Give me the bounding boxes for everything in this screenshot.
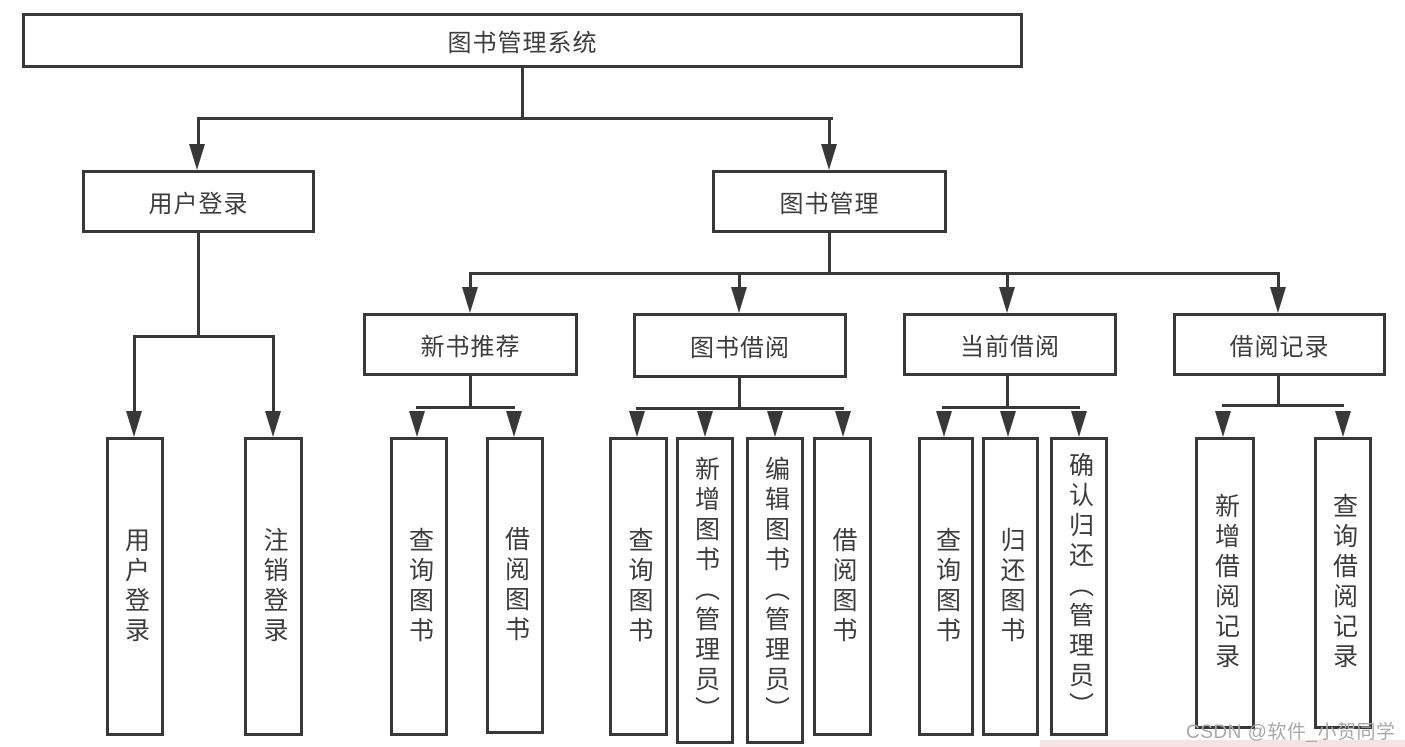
- leaf-query-book-1: 查询图书: [390, 437, 448, 736]
- connector-line: [828, 233, 831, 274]
- arrowhead-down-icon: [126, 411, 142, 437]
- leaf-query-book-1-label: 查询图书: [405, 526, 434, 647]
- connector-line: [521, 68, 524, 117]
- leaf-query-book-3-label: 查询图书: [932, 526, 961, 647]
- arrowhead-down-icon: [265, 411, 281, 437]
- connector-line: [133, 335, 275, 338]
- arrowhead-down-icon: [409, 411, 425, 437]
- node-current-borrow: 当前借阅: [903, 313, 1117, 376]
- arrowhead-down-icon: [731, 287, 747, 313]
- node-book-borrow: 图书借阅: [633, 313, 847, 378]
- arrowhead-down-icon: [1335, 411, 1351, 437]
- node-borrow-record-label: 借阅记录: [1229, 334, 1330, 361]
- connector-line: [197, 117, 200, 148]
- leaf-query-book-2-label: 查询图书: [625, 526, 653, 647]
- arrowhead-down-icon: [506, 411, 522, 437]
- arrowhead-down-icon: [462, 287, 478, 313]
- leaf-add-book-admin: 新增图书（管理员）: [676, 437, 734, 744]
- connector-line: [942, 406, 1080, 409]
- leaf-query-borrow-record: 查询借阅记录: [1314, 437, 1372, 729]
- connector-line: [133, 335, 136, 415]
- arrowhead-down-icon: [697, 411, 713, 437]
- watermark-text: CSDN @软件_小贺同学: [1186, 722, 1396, 743]
- leaf-user-login-label: 用户登录: [121, 526, 150, 647]
- arrowhead-down-icon: [835, 411, 851, 437]
- connector-line: [469, 272, 1280, 275]
- leaf-borrow-book-2-label: 借阅图书: [829, 526, 857, 647]
- leaf-add-book-admin-label: 新增图书（管理员）: [691, 455, 720, 726]
- connector-line: [469, 272, 472, 291]
- node-borrow-record: 借阅记录: [1173, 313, 1386, 376]
- connector-line: [1006, 376, 1009, 408]
- node-new-book-recommend: 新书推荐: [363, 313, 578, 376]
- leaf-borrow-book-1: 借阅图书: [486, 437, 544, 734]
- leaf-query-borrow-record-label: 查询借阅记录: [1329, 493, 1358, 673]
- leaf-borrow-book-1-label: 借阅图书: [501, 525, 530, 646]
- arrowhead-down-icon: [821, 144, 837, 170]
- leaf-add-borrow-record-label: 新增借阅记录: [1211, 493, 1240, 673]
- node-new-book-recommend-label: 新书推荐: [420, 334, 521, 361]
- connector-line: [738, 272, 741, 291]
- leaf-logout-label: 注销登录: [260, 526, 288, 647]
- arrowhead-down-icon: [767, 411, 783, 437]
- watermark-band: [1040, 740, 1405, 747]
- arrowhead-down-icon: [1215, 411, 1231, 437]
- node-current-borrow-label: 当前借阅: [960, 334, 1060, 361]
- node-book-mgmt: 图书管理: [712, 170, 947, 233]
- connector-line: [828, 117, 831, 148]
- connector-line: [197, 117, 833, 120]
- connector-line: [1277, 376, 1280, 406]
- connector-line: [1006, 272, 1009, 291]
- connector-line: [416, 406, 515, 409]
- arrowhead-down-icon: [999, 287, 1015, 313]
- leaf-edit-book-admin: 编辑图书（管理员）: [746, 437, 804, 744]
- arrowhead-down-icon: [189, 144, 205, 170]
- node-book-mgmt-label: 图书管理: [779, 191, 880, 218]
- connector-line: [272, 335, 275, 415]
- arrowhead-down-icon: [936, 411, 952, 437]
- connector-line: [1222, 404, 1344, 407]
- node-root: 图书管理系统: [22, 13, 1023, 68]
- leaf-return-book: 归还图书: [982, 437, 1039, 736]
- leaf-logout: 注销登录: [244, 437, 303, 736]
- connector-line: [738, 378, 741, 409]
- node-book-borrow-label: 图书借阅: [690, 335, 790, 362]
- leaf-edit-book-admin-label: 编辑图书（管理员）: [761, 455, 790, 726]
- connector-line: [469, 376, 472, 408]
- leaf-query-book-3: 查询图书: [918, 437, 974, 736]
- arrowhead-down-icon: [1071, 411, 1087, 437]
- connector-line: [1277, 272, 1280, 291]
- leaf-borrow-book-2: 借阅图书: [813, 437, 872, 736]
- connector-line: [636, 407, 844, 410]
- leaf-confirm-return-admin-label: 确认归还（管理员）: [1065, 451, 1094, 722]
- leaf-confirm-return-admin: 确认归还（管理员）: [1050, 437, 1108, 736]
- leaf-add-borrow-record: 新增借阅记录: [1195, 437, 1255, 729]
- node-user-login: 用户登录: [82, 170, 315, 233]
- node-user-login-label: 用户登录: [148, 191, 249, 218]
- connector-line: [197, 233, 200, 337]
- leaf-user-login: 用户登录: [106, 437, 164, 736]
- node-root-label: 图书管理系统: [447, 30, 598, 57]
- arrowhead-down-icon: [1270, 287, 1286, 313]
- leaf-query-book-2: 查询图书: [609, 437, 668, 736]
- arrowhead-down-icon: [629, 411, 645, 437]
- arrowhead-down-icon: [1000, 411, 1016, 437]
- leaf-return-book-label: 归还图书: [997, 526, 1025, 647]
